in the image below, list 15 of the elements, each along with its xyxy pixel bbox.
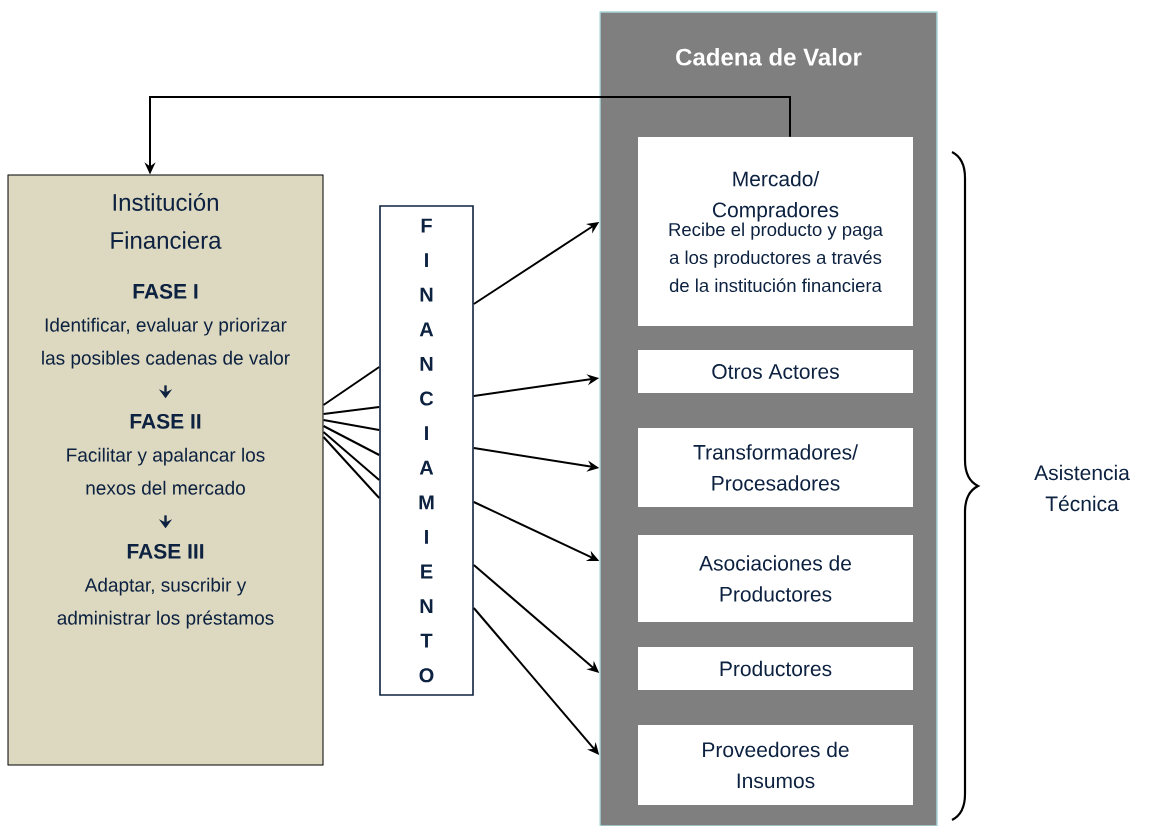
actor-box: Productores [638, 647, 913, 690]
institution-box: Institución Financiera FASE I Identificar, evaluar y priorizar las posibles cadenas de valor FASE II Facilitar y apalancar los nexos del mercado FASE III Adaptar, suscribir y administrar los préstamos [7, 174, 324, 766]
actor-box: Otros Actores [638, 350, 913, 393]
actor-box: Asociaciones de Productores [638, 535, 913, 622]
vertical-text-box: FINANCIAMIENTO [379, 205, 474, 696]
connector-line [322, 436, 381, 499]
connector-line [322, 425, 381, 456]
connector-line [322, 431, 381, 481]
connector-line [322, 406, 381, 415]
connector-line [322, 419, 381, 431]
connector-line [322, 366, 381, 406]
actor-box: Transformadores/ Procesadores [638, 428, 913, 507]
actor-box: Proveedores de Insumos [638, 725, 913, 805]
actor-box: Mercado/ Compradores Recibe el producto y paga a los productores a través de la institución financiera [638, 137, 913, 326]
side-label: Asistencia Técnica [1034, 464, 1130, 512]
